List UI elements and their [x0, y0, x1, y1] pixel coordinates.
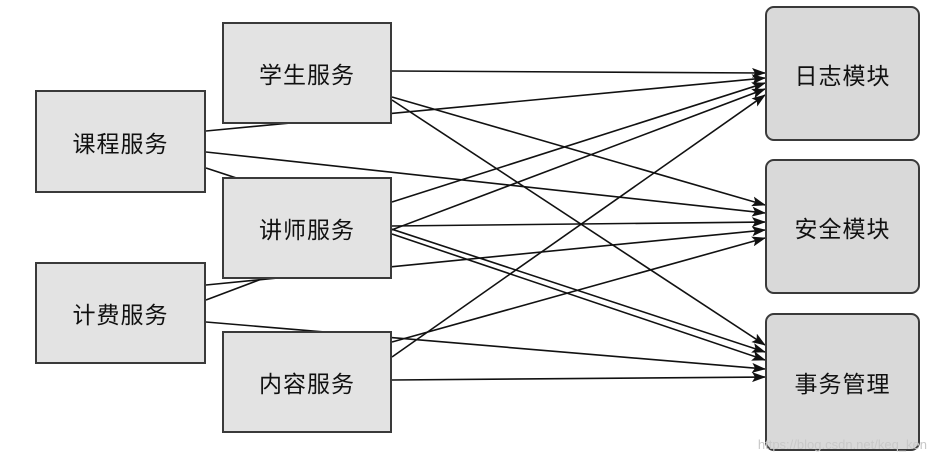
teacher-service-label: 讲师服务 [259, 218, 355, 244]
arrow-student-to-tx [391, 99, 766, 346]
log-module-box: 日志模块 [765, 6, 920, 141]
arrow-content-to-security [391, 236, 766, 343]
arrow-billing-to-tx [205, 321, 766, 373]
watermark: https://blog.csdn.net/keq_ken [757, 437, 927, 452]
content-service-box: 内容服务 [222, 331, 392, 433]
course-service-box: 课程服务 [35, 90, 206, 193]
arrow-teacher-to-tx [391, 233, 766, 361]
arrow-course-to-security [205, 151, 766, 217]
content-service-label: 内容服务 [259, 372, 355, 398]
transaction-management-box: 事务管理 [765, 313, 920, 451]
billing-service-label: 计费服务 [72, 303, 169, 329]
billing-service-box: 计费服务 [35, 262, 206, 364]
arrow-teacher-to-log [391, 82, 766, 203]
course-service-label: 课程服务 [72, 131, 169, 158]
security-module-label: 安全模块 [794, 216, 891, 243]
arrow-student-to-security [391, 96, 766, 207]
student-service-label: 学生服务 [259, 63, 355, 89]
arrow-content-to-tx [391, 372, 766, 383]
arrow-content-to-log [391, 94, 766, 358]
student-service-box: 学生服务 [222, 22, 392, 124]
security-module-box: 安全模块 [765, 159, 920, 294]
arrow-teacher-to-security [391, 217, 766, 228]
teacher-service-box: 讲师服务 [222, 177, 392, 279]
arrow-student-to-log [391, 67, 766, 78]
transaction-management-label: 事务管理 [794, 372, 891, 398]
log-module-label: 日志模块 [794, 63, 891, 90]
